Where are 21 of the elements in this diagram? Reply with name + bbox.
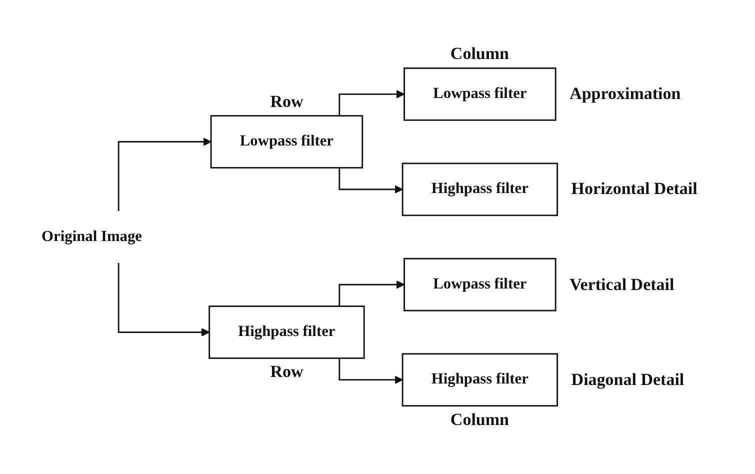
node-box: Lowpass filter bbox=[404, 258, 556, 312]
arrow bbox=[118, 138, 212, 212]
side-note: Horizontal Detail bbox=[571, 179, 698, 200]
arrow bbox=[338, 280, 405, 306]
arrow bbox=[338, 90, 405, 116]
node-text: Original Image bbox=[42, 228, 142, 245]
side-note: Column bbox=[450, 44, 509, 65]
side-note: Vertical Detail bbox=[570, 274, 674, 295]
arrow bbox=[338, 168, 403, 194]
side-note: Diagonal Detail bbox=[571, 370, 684, 390]
side-note: Approximation bbox=[570, 84, 681, 105]
arrow bbox=[338, 358, 403, 384]
side-note: Column bbox=[450, 410, 509, 430]
arrow bbox=[118, 262, 210, 336]
node-box: Lowpass filter bbox=[210, 115, 364, 168]
node-box: Highpass filter bbox=[208, 306, 365, 359]
side-note: Row bbox=[270, 92, 304, 112]
side-note: Row bbox=[270, 362, 304, 383]
node-box: Highpass filter bbox=[402, 162, 558, 216]
node-box: Lowpass filter bbox=[404, 67, 556, 121]
node-box: Highpass filter bbox=[402, 353, 558, 407]
